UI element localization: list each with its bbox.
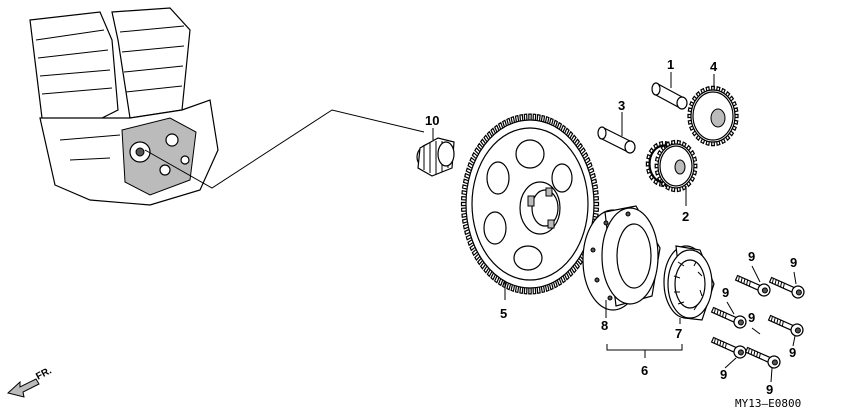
shaft-1: [651, 72, 688, 110]
bolts-9: [710, 265, 805, 383]
label-9-d: 9: [789, 345, 796, 360]
bolt-leader-line: [793, 271, 797, 285]
bolt-leader-line: [770, 367, 773, 383]
label-2: 2: [682, 209, 689, 224]
engine-illustration: [29, 7, 219, 206]
needle-bearing-10: [416, 128, 455, 177]
label-10: 10: [425, 113, 439, 128]
bolt: [768, 276, 805, 299]
bolt-leader-line: [792, 335, 796, 347]
front-direction-label: FR.: [34, 365, 54, 382]
label-9-c: 9: [722, 285, 729, 300]
gear4-teeth-profile: [687, 85, 739, 147]
label-9-f: 9: [766, 382, 773, 397]
label-6: 6: [641, 363, 648, 378]
bolt: [734, 274, 771, 297]
leader-line-10: [144, 109, 425, 189]
label-8: 8: [601, 318, 608, 333]
diagram-code: MY13–E0800: [735, 397, 801, 410]
label-9-g: 9: [748, 310, 755, 325]
starter-driven-gear-5: [460, 113, 600, 300]
clutch-outer-8: [582, 205, 661, 318]
label-1: 1: [667, 57, 674, 72]
label-9-e: 9: [720, 367, 727, 382]
front-direction-arrow: FR.: [6, 365, 54, 398]
bolt: [710, 336, 747, 359]
label-7: 7: [675, 326, 682, 341]
label-4: 4: [710, 59, 718, 74]
bolt: [710, 306, 747, 329]
bolt: [767, 314, 804, 337]
bolt-leader-line: [726, 301, 735, 315]
bolt-leader-line: [751, 327, 761, 335]
label-5: 5: [500, 306, 507, 321]
reduction-gear-2: [645, 139, 698, 206]
shaft-3: [597, 112, 636, 154]
label-9-b: 9: [790, 255, 797, 270]
bolt-leader-line: [724, 357, 737, 369]
bracket-6: [606, 344, 683, 351]
idle-gear-4: [687, 74, 739, 147]
bolt: [744, 346, 781, 369]
label-9-a: 9: [748, 249, 755, 264]
one-way-clutch-7: [663, 245, 715, 324]
gear2b-teeth-profile: [654, 139, 698, 193]
label-3: 3: [618, 98, 625, 113]
bolt-leader-line: [751, 265, 761, 283]
